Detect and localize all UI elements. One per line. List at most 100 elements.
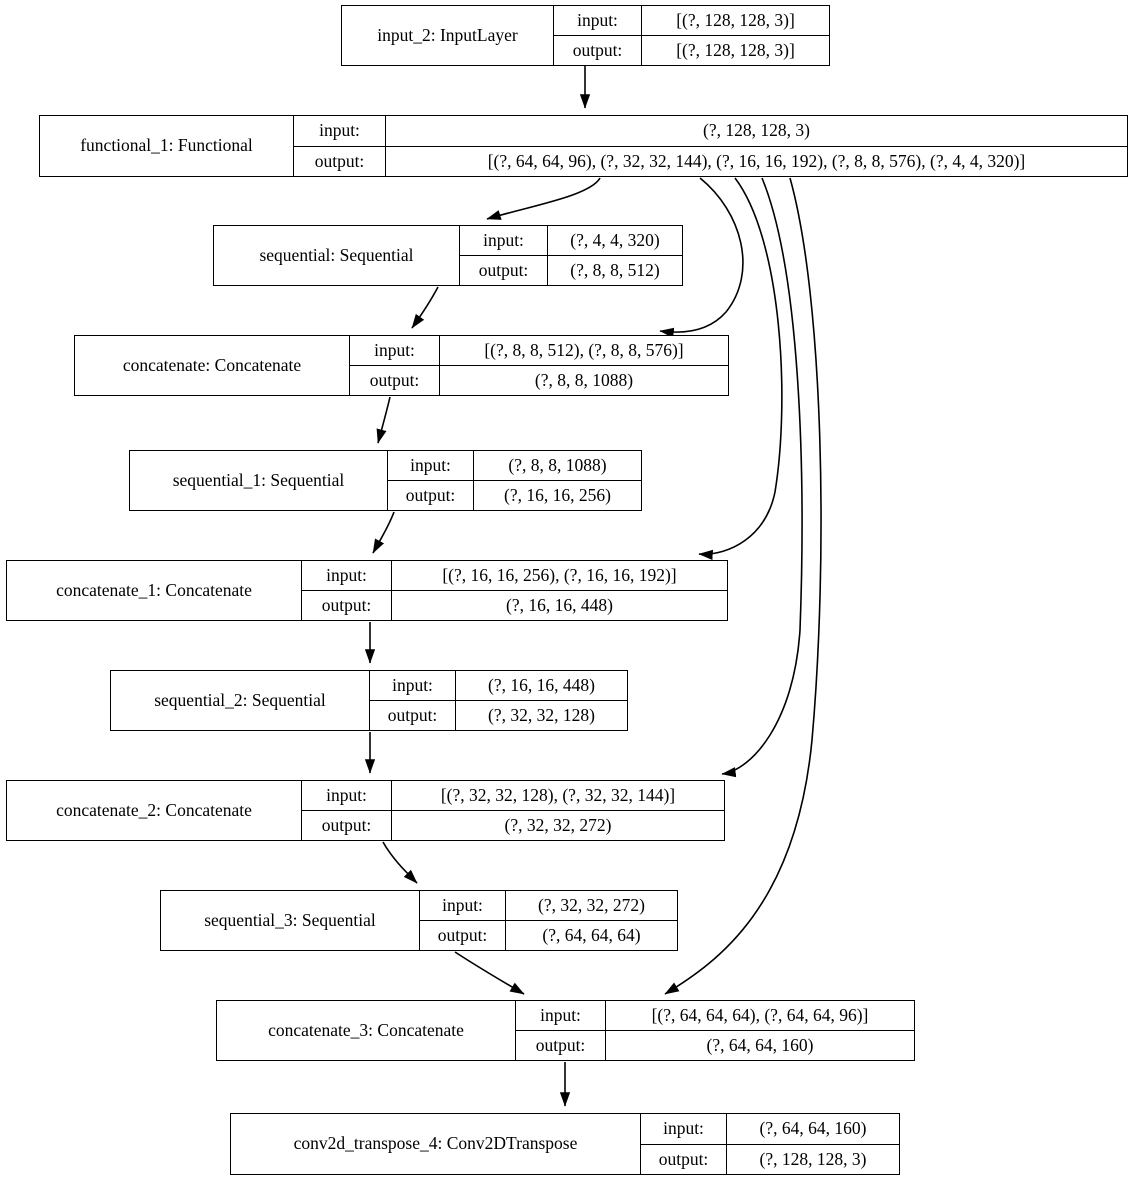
input-shape: [(?, 8, 8, 512), (?, 8, 8, 576)] xyxy=(484,339,684,360)
input-label: input: xyxy=(420,891,506,920)
input-shape: (?, 4, 4, 320) xyxy=(570,229,660,250)
edge-functional1-to-sequential xyxy=(486,177,601,220)
input-label: input: xyxy=(460,226,548,255)
node-output-row: output: (?, 64, 64, 160) xyxy=(516,1031,914,1060)
input-shape: [(?, 16, 16, 256), (?, 16, 16, 192)] xyxy=(442,564,677,585)
node-title: conv2d_transpose_4: Conv2DTranspose xyxy=(293,1133,578,1154)
node-output-row: output: (?, 8, 8, 1088) xyxy=(350,366,728,395)
node-functional_1[interactable]: functional_1: Functional input: (?, 128,… xyxy=(39,115,1128,177)
node-title: concatenate: Concatenate xyxy=(122,354,302,375)
input-label: input: xyxy=(294,116,386,146)
node-input-row: input: [(?, 64, 64, 64), (?, 64, 64, 96)… xyxy=(516,1001,914,1031)
node-output-row: output: (?, 32, 32, 272) xyxy=(302,811,724,840)
node-title: sequential_3: Sequential xyxy=(204,909,376,930)
output-label: output: xyxy=(388,481,474,510)
node-io-table: input: (?, 4, 4, 320) output: (?, 8, 8, … xyxy=(459,226,682,285)
output-shape: (?, 64, 64, 64) xyxy=(542,924,641,945)
node-io-table: input: (?, 32, 32, 272) output: (?, 64, … xyxy=(419,891,677,950)
node-input-row: input: (?, 8, 8, 1088) xyxy=(388,451,641,481)
node-input-row: input: [(?, 128, 128, 3)] xyxy=(554,6,829,36)
input-shape: (?, 16, 16, 448) xyxy=(488,674,595,695)
output-label: output: xyxy=(350,366,440,395)
node-io-table: input: (?, 8, 8, 1088) output: (?, 16, 1… xyxy=(387,451,641,510)
output-label: output: xyxy=(420,921,506,950)
node-sequential[interactable]: sequential: Sequential input: (?, 4, 4, … xyxy=(213,225,683,286)
node-output-row: output: (?, 16, 16, 448) xyxy=(302,591,727,620)
node-io-table: input: [(?, 8, 8, 512), (?, 8, 8, 576)] … xyxy=(349,336,728,395)
node-io-table: input: [(?, 64, 64, 64), (?, 64, 64, 96)… xyxy=(515,1001,914,1060)
edge-functional1-to-concatenate2 xyxy=(721,177,803,778)
node-conv2d_transpose_4[interactable]: conv2d_transpose_4: Conv2DTranspose inpu… xyxy=(230,1113,900,1175)
input-label: input: xyxy=(641,1114,727,1144)
edge-sequential-to-concatenate xyxy=(411,286,439,329)
input-shape: (?, 32, 32, 272) xyxy=(538,894,645,915)
output-shape: [(?, 64, 64, 96), (?, 32, 32, 144), (?, … xyxy=(487,150,1026,171)
node-input-row: input: (?, 32, 32, 272) xyxy=(420,891,677,921)
input-label: input: xyxy=(302,781,392,810)
input-label: input: xyxy=(554,6,642,35)
node-input-row: input: (?, 16, 16, 448) xyxy=(370,671,627,701)
node-io-table: input: (?, 128, 128, 3) output: [(?, 64,… xyxy=(293,116,1127,176)
node-output-row: output: (?, 8, 8, 512) xyxy=(460,256,682,285)
output-shape: (?, 64, 64, 160) xyxy=(706,1034,814,1055)
node-io-table: input: [(?, 16, 16, 256), (?, 16, 16, 19… xyxy=(301,561,727,620)
node-output-row: output: (?, 128, 128, 3) xyxy=(641,1144,899,1174)
input-label: input: xyxy=(370,671,456,700)
node-sequential_2[interactable]: sequential_2: Sequential input: (?, 16, … xyxy=(110,670,628,731)
node-concatenate_3[interactable]: concatenate_3: Concatenate input: [(?, 6… xyxy=(216,1000,915,1061)
node-title: concatenate_2: Concatenate xyxy=(56,799,252,820)
input-shape: (?, 128, 128, 3) xyxy=(703,120,810,140)
node-output-row: output: [(?, 128, 128, 3)] xyxy=(554,36,829,65)
node-sequential_3[interactable]: sequential_3: Sequential input: (?, 32, … xyxy=(160,890,678,951)
input-shape: [(?, 64, 64, 64), (?, 64, 64, 96)] xyxy=(651,1004,869,1025)
output-shape: (?, 16, 16, 256) xyxy=(504,484,611,505)
output-shape: (?, 128, 128, 3) xyxy=(759,1148,867,1169)
output-label: output: xyxy=(460,256,548,285)
node-concatenate[interactable]: concatenate: Concatenate input: [(?, 8, … xyxy=(74,335,729,396)
node-input-row: input: (?, 64, 64, 160) xyxy=(641,1114,899,1145)
output-shape: (?, 32, 32, 272) xyxy=(504,814,612,835)
node-input-row: input: [(?, 16, 16, 256), (?, 16, 16, 19… xyxy=(302,561,727,591)
input-label: input: xyxy=(388,451,474,480)
node-title: functional_1: Functional xyxy=(80,135,253,156)
output-shape: (?, 16, 16, 448) xyxy=(506,594,613,615)
output-shape: (?, 8, 8, 1088) xyxy=(534,369,634,390)
edge-sequential3-to-concatenate3 xyxy=(454,951,525,995)
node-io-table: input: [(?, 128, 128, 3)] output: [(?, 1… xyxy=(553,6,829,65)
node-title: sequential_2: Sequential xyxy=(154,689,326,710)
edge-concatenate2-to-sequential3 xyxy=(382,841,418,884)
node-title: sequential_1: Sequential xyxy=(172,469,345,490)
node-input-row: input: (?, 128, 128, 3) xyxy=(294,116,1127,147)
node-title: concatenate_1: Concatenate xyxy=(56,579,252,600)
node-output-row: output: (?, 32, 32, 128) xyxy=(370,701,627,730)
edge-sequential1-to-concatenate1 xyxy=(372,511,395,554)
output-label: output: xyxy=(554,36,642,65)
node-title: concatenate_3: Concatenate xyxy=(268,1019,464,1040)
node-io-table: input: (?, 64, 64, 160) output: (?, 128,… xyxy=(640,1114,899,1174)
input-shape: [(?, 32, 32, 128), (?, 32, 32, 144)] xyxy=(440,784,676,805)
node-title: input_2: InputLayer xyxy=(377,24,518,45)
output-label: output: xyxy=(302,591,392,620)
node-concatenate_2[interactable]: concatenate_2: Concatenate input: [(?, 3… xyxy=(6,780,725,841)
input-label: input: xyxy=(302,561,392,590)
input-label: input: xyxy=(516,1001,606,1030)
input-shape: (?, 8, 8, 1088) xyxy=(508,454,607,475)
output-label: output: xyxy=(370,701,456,730)
output-label: output: xyxy=(302,811,392,840)
input-shape: [(?, 128, 128, 3)] xyxy=(676,9,795,30)
output-label: output: xyxy=(516,1031,606,1060)
node-output-row: output: (?, 16, 16, 256) xyxy=(388,481,641,510)
node-input-row: input: [(?, 32, 32, 128), (?, 32, 32, 14… xyxy=(302,781,724,811)
edge-concatenate-to-sequential1 xyxy=(376,396,391,444)
node-input_2[interactable]: input_2: InputLayer input: [(?, 128, 128… xyxy=(341,5,830,66)
output-shape: (?, 32, 32, 128) xyxy=(488,704,595,725)
node-input-row: input: (?, 4, 4, 320) xyxy=(460,226,682,256)
node-concatenate_1[interactable]: concatenate_1: Concatenate input: [(?, 1… xyxy=(6,560,728,621)
node-io-table: input: (?, 16, 16, 448) output: (?, 32, … xyxy=(369,671,627,730)
node-io-table: input: [(?, 32, 32, 128), (?, 32, 32, 14… xyxy=(301,781,724,840)
input-shape: (?, 64, 64, 160) xyxy=(759,1118,867,1138)
node-sequential_1[interactable]: sequential_1: Sequential input: (?, 8, 8… xyxy=(129,450,642,511)
output-shape: (?, 8, 8, 512) xyxy=(570,259,660,280)
output-label: output: xyxy=(641,1144,727,1174)
